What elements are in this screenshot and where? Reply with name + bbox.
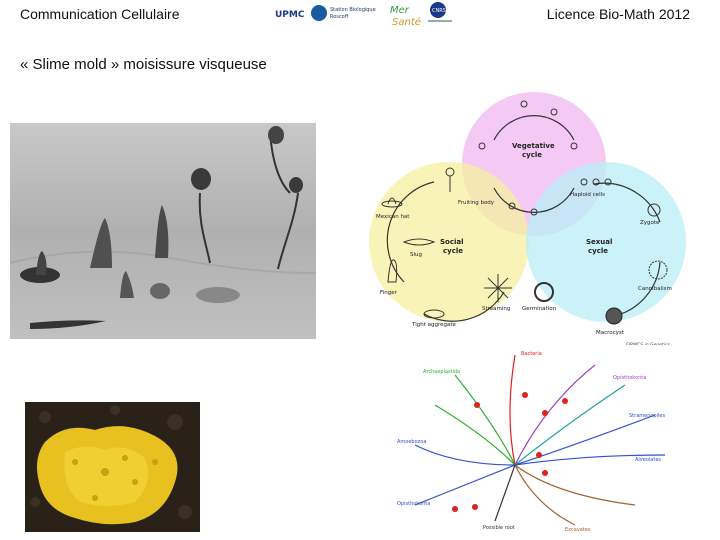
- stage-cannibalism: Cannibalism: [638, 286, 672, 292]
- clade-label-left-low: Opisthokonta: [397, 501, 430, 507]
- germination-icon: [534, 282, 554, 302]
- fruiting-body-icon: [445, 167, 455, 192]
- station-biologique-roscoff-logo: Station Biologique Roscoff: [311, 5, 376, 21]
- mexican-hat-icon: [381, 197, 403, 208]
- haploid-cells-icons: [580, 178, 612, 186]
- stage-haploid-cells: Haploid cells: [570, 192, 605, 198]
- stage-finger: Finger: [380, 290, 398, 296]
- finger-icon: [387, 259, 398, 283]
- cnrs-logo: CNRS: [428, 2, 452, 22]
- stage-zygote: Zygote: [640, 220, 660, 226]
- vegetative-cycle-label-2: cycle: [522, 151, 542, 159]
- stage-mexican-hat: Mexican hat: [376, 214, 410, 220]
- dictyostelium-life-cycle-diagram: Vegetative cycle Social cycle Sexual cyc…: [364, 92, 686, 348]
- stage-streaming: Streaming: [482, 306, 510, 312]
- clade-label-right: Stramenopiles: [629, 413, 665, 419]
- yellow-slime-mold-photo: [25, 402, 200, 532]
- tree-branch-markers: [452, 392, 568, 512]
- stage-fruiting-body: Fruiting body: [458, 200, 495, 206]
- svg-text:Roscoff: Roscoff: [330, 14, 349, 20]
- clade-label-bottom-right: Excavates: [565, 527, 591, 533]
- stage-macrocyst: Macrocyst: [596, 330, 625, 336]
- social-cycle-circle: [369, 162, 529, 322]
- streaming-icon: [484, 274, 512, 302]
- course-subtitle: Licence Bio-Math 2012: [546, 6, 690, 22]
- clade-label-right-low: Alveolates: [635, 457, 661, 463]
- stage-tight-aggregate: Tight aggregate: [411, 322, 456, 328]
- social-cycle-label: Social: [440, 238, 464, 246]
- upmc-logo: UPMC: [274, 6, 305, 20]
- stage-germination: Germination: [522, 306, 557, 312]
- page-subtitle: « Slime mold » moisissure visqueuse: [20, 56, 267, 73]
- sexual-cycle-label: Sexual: [586, 238, 612, 246]
- macrocyst-icon: [605, 307, 623, 325]
- tight-aggregate-icon: [423, 309, 445, 319]
- svg-text:UPMC: UPMC: [275, 10, 305, 20]
- stage-slug: Slug: [410, 252, 422, 258]
- slug-icon: [402, 238, 436, 246]
- clade-label-right-top: Opisthokonta: [613, 375, 646, 381]
- partner-logos: UPMC Station Biologique Roscoff Mer Sant…: [274, 2, 452, 28]
- svg-text:Santé: Santé: [392, 16, 421, 28]
- sexual-cycle-label-2: cycle: [588, 247, 608, 255]
- clade-label-top: Bacteria: [521, 351, 542, 357]
- phylogenetic-tree-diagram: Bacteria Archaeplastida Opisthokonta Str…: [395, 345, 685, 535]
- sem-slime-mold-photo: [10, 123, 316, 339]
- social-cycle-label-2: cycle: [443, 247, 463, 255]
- zygote-icon: [647, 203, 661, 217]
- vegetative-cycle-label: Vegetative: [512, 142, 555, 150]
- svg-text:CNRS: CNRS: [432, 8, 446, 14]
- clade-label-bottom: Possible root: [483, 525, 515, 531]
- clade-label-left: Amoebozoa: [397, 439, 426, 445]
- vegetative-amoeba-icons: [478, 100, 578, 216]
- svg-text:Station Biologique: Station Biologique: [330, 7, 376, 13]
- cannibalism-icon: [648, 260, 668, 280]
- course-title: Communication Cellulaire: [20, 6, 180, 22]
- svg-text:Mer: Mer: [390, 5, 410, 16]
- clade-label-left-top: Archaeplastida: [423, 369, 460, 375]
- sexual-cycle-circle: [526, 162, 686, 322]
- mer-sante-logo: Mer Santé: [390, 5, 421, 28]
